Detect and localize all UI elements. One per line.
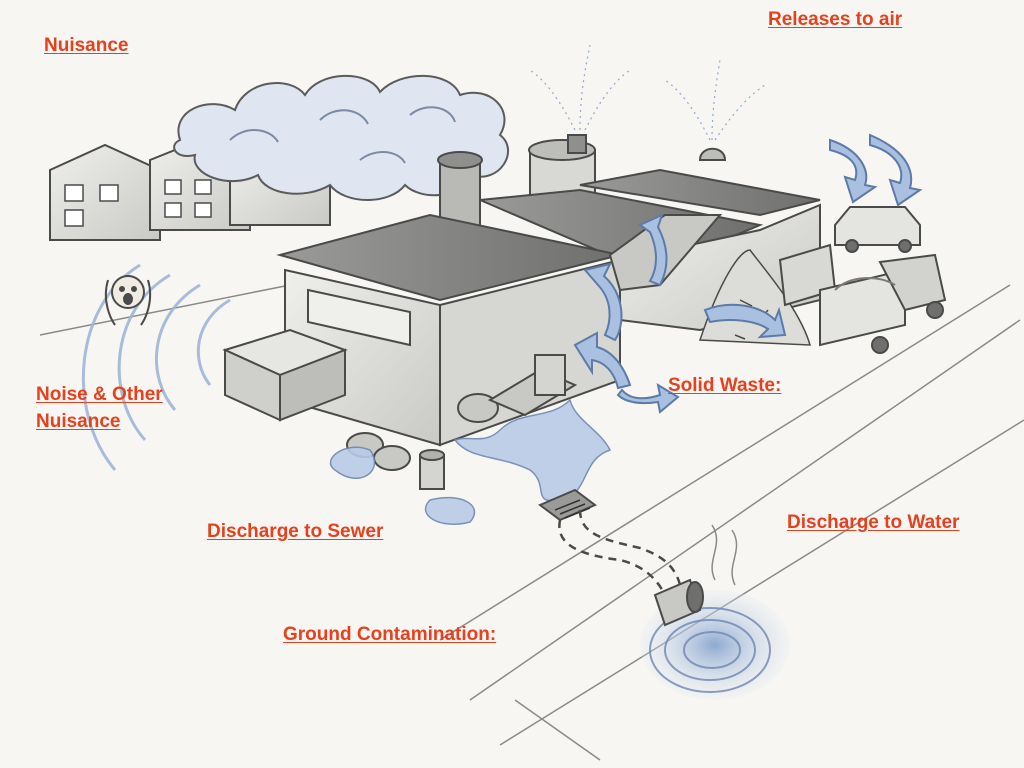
- label-noise-other-nuisance: Noise & Other Nuisance: [36, 381, 163, 435]
- underground-pipe-path: [558, 509, 682, 596]
- label-solid-waste-text: Solid Waste:: [668, 375, 782, 396]
- waste-truck: [819, 253, 947, 354]
- label-discharge-to-sewer-text: Discharge to Sewer: [207, 521, 384, 542]
- label-ground-contamination: Ground Contamination:: [283, 621, 496, 648]
- smoke-cloud: [173, 74, 510, 201]
- label-discharge-to-sewer: Discharge to Sewer: [207, 518, 383, 545]
- sewer-drain: [538, 488, 597, 522]
- pond-ripples: [649, 607, 771, 693]
- label-solid-waste: Solid Waste:: [668, 372, 781, 399]
- label-releases-to-air: Releases to air: [768, 6, 902, 33]
- ground-lines: [39, 284, 1024, 761]
- outflow-machinery: [487, 354, 578, 417]
- label-discharge-to-water-text: Discharge to Water: [787, 512, 960, 533]
- water-fumes: [711, 524, 738, 586]
- label-ground-contamination-text: Ground Contamination:: [283, 624, 497, 645]
- parked-cars: [834, 206, 921, 253]
- label-nuisance: Nuisance: [44, 32, 128, 59]
- label-releases-to-air-text: Releases to air: [768, 9, 903, 30]
- label-nuisance-text: Nuisance: [44, 35, 129, 56]
- discharge-pipe: [653, 578, 704, 627]
- label-noise-line2: Nuisance: [36, 411, 121, 432]
- flow-arrows: [573, 133, 923, 414]
- person-face: [104, 275, 152, 326]
- liquid-spills: [329, 398, 612, 525]
- vent-sprays: [529, 44, 766, 141]
- label-discharge-to-water: Discharge to Water: [787, 509, 959, 536]
- label-noise-line1: Noise & Other: [36, 384, 163, 405]
